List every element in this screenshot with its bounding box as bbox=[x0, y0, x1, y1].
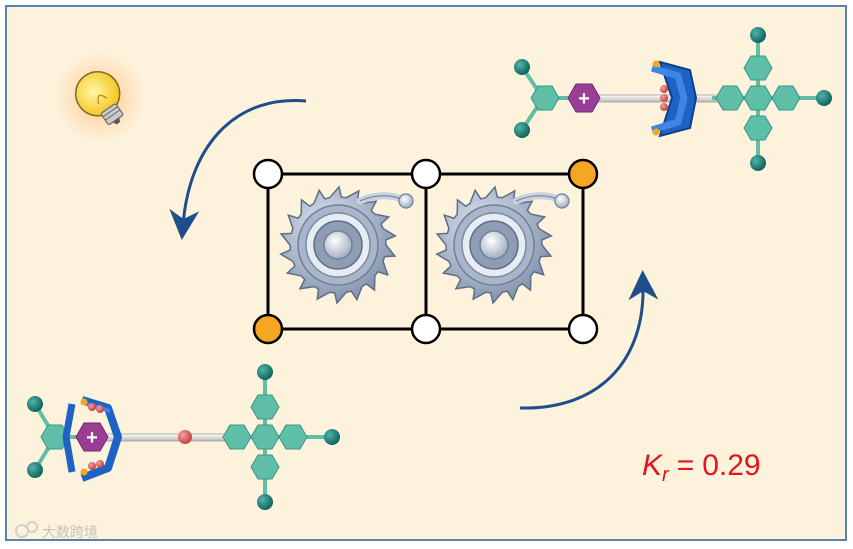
charge-symbol-top: + bbox=[578, 88, 590, 110]
node-bottom-left bbox=[252, 313, 284, 345]
gear-ring-3 bbox=[323, 230, 353, 260]
rate-equals: = bbox=[677, 449, 695, 482]
rate-value: 0.29 bbox=[702, 449, 760, 482]
node-top-middle bbox=[410, 158, 442, 190]
watermark-text: 大数跨境 bbox=[42, 525, 98, 541]
rate-subscript: r bbox=[662, 464, 670, 486]
curved-arrow-icon-top bbox=[169, 98, 307, 240]
molecule-bottom-left: + bbox=[27, 364, 340, 510]
molecule-top-right: + bbox=[514, 27, 832, 171]
node-bottom-middle bbox=[410, 313, 442, 345]
bead-bottom bbox=[178, 430, 192, 444]
macrocycle-ring-bottom bbox=[62, 396, 122, 482]
light-bulb-icon bbox=[52, 49, 148, 145]
gear-icon-right bbox=[435, 185, 570, 305]
gear-ring-3 bbox=[479, 230, 509, 260]
rate-symbol: K bbox=[642, 449, 664, 482]
node-bottom-right bbox=[567, 313, 599, 345]
gear-icon-left bbox=[279, 185, 414, 305]
watermark: 大数跨境 bbox=[15, 521, 98, 541]
gear-pawl-knob bbox=[398, 193, 414, 209]
gear-pawl-knob bbox=[554, 193, 570, 209]
node-top-right bbox=[567, 158, 599, 190]
charge-symbol-bottom: + bbox=[86, 427, 98, 449]
curved-arrow-icon-bottom bbox=[519, 270, 659, 410]
node-top-left bbox=[252, 158, 284, 190]
rate-constant-label: Kr =0.29 bbox=[642, 449, 761, 486]
macrocycle-ring-top bbox=[650, 60, 698, 138]
